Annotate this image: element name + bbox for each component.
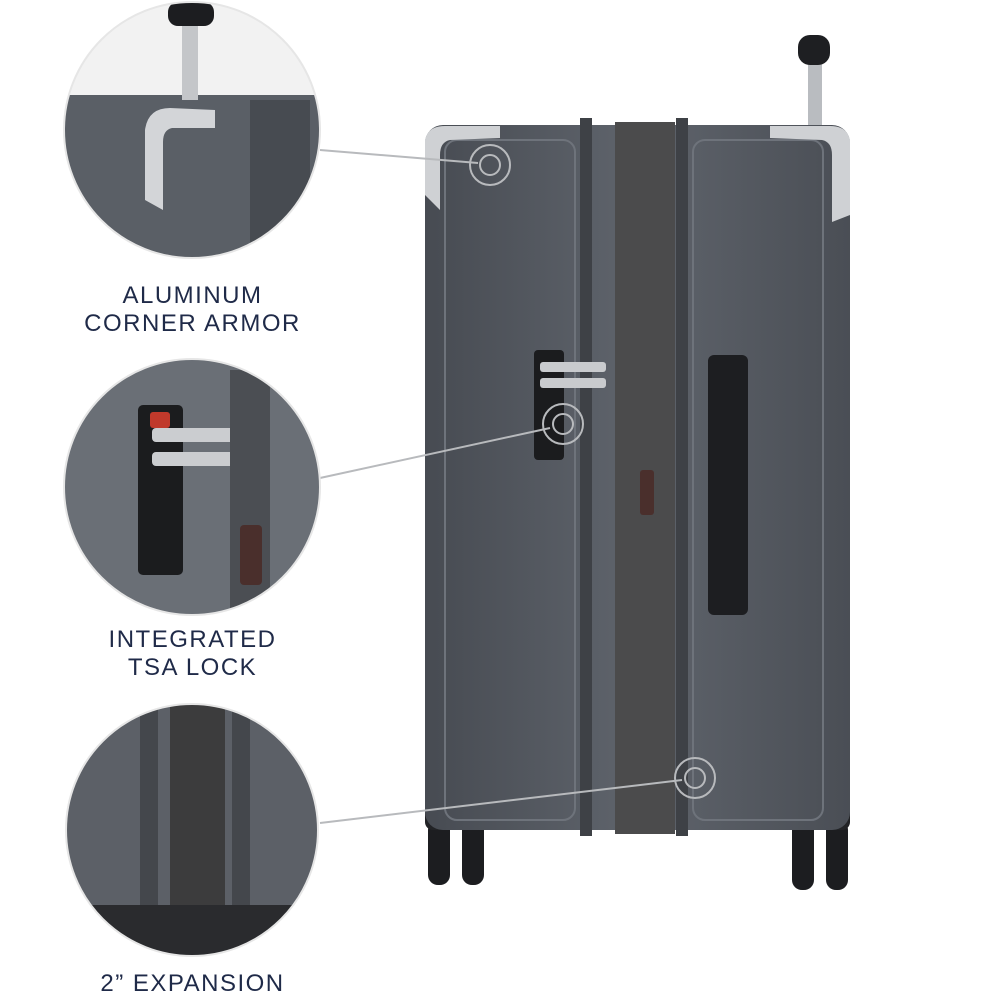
side-handle (708, 355, 748, 615)
feature-label-expansion: 2” EXPANSION (40, 970, 345, 998)
feature-label-corner-armor: ALUMINUM CORNER ARMOR (40, 282, 345, 338)
feature-label-tsa-lock: INTEGRATED TSA LOCK (40, 626, 345, 682)
tsa-lock-closeup (64, 359, 320, 615)
expansion-closeup (66, 704, 318, 956)
label-line: INTEGRATED (108, 626, 277, 653)
suitcase (425, 35, 850, 890)
label-line: 2” EXPANSION (100, 970, 285, 997)
label-line: CORNER ARMOR (84, 310, 301, 337)
corner-armor-closeup (64, 2, 320, 258)
corner-armor-left (425, 126, 500, 210)
label-line: ALUMINUM (122, 282, 263, 309)
zipper-pull (640, 470, 654, 515)
handle-grip (798, 35, 830, 65)
label-line: TSA LOCK (127, 654, 258, 681)
callouts (319, 144, 716, 824)
corner-armor-right (770, 126, 850, 222)
